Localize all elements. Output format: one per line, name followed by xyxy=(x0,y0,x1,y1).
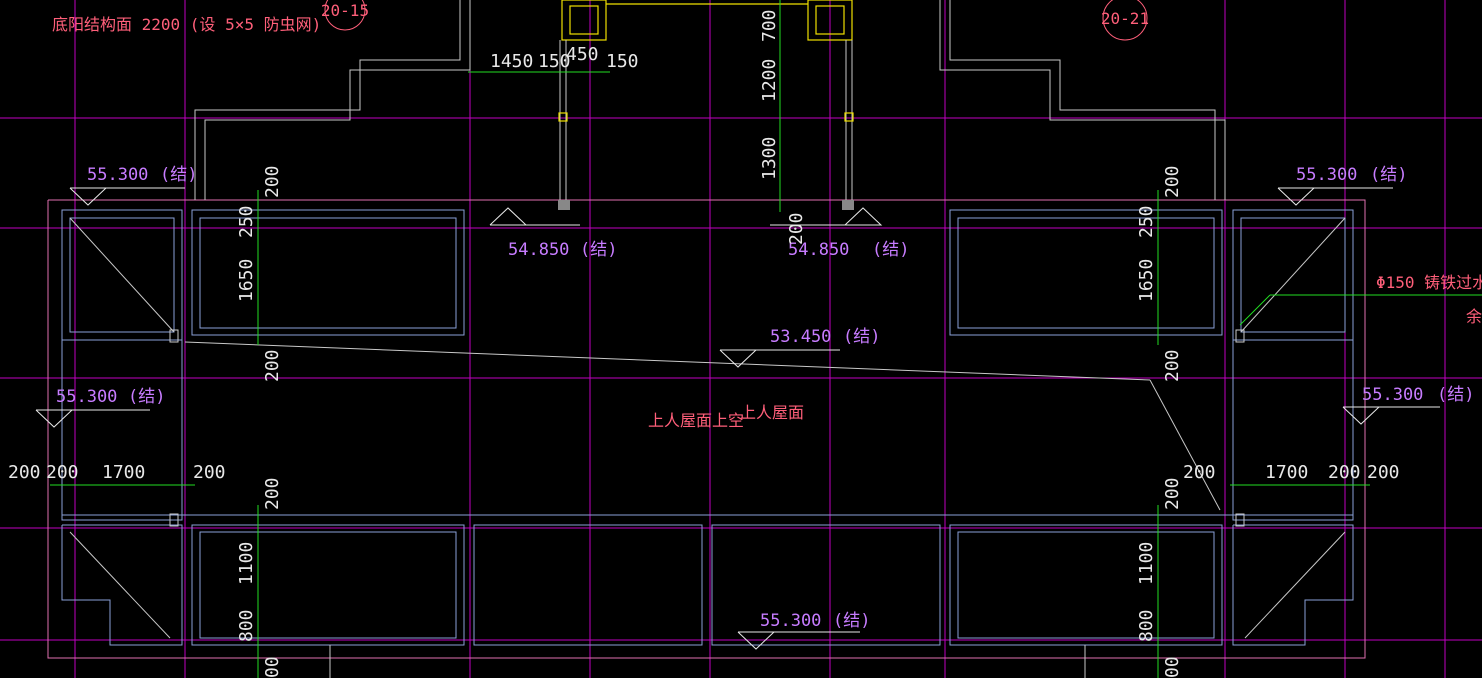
level-l3-value: 54.850 xyxy=(508,240,569,260)
level-marker-l6: 55.300 (结) xyxy=(35,387,165,428)
level-l7-suffix: (结) xyxy=(1437,385,1474,405)
dim-left-250: 250 xyxy=(236,205,257,238)
level-l4-value: 54.850 xyxy=(788,240,849,260)
label-drain: Φ150 铸铁过水洞 xyxy=(1376,273,1482,292)
dim-700: 700 xyxy=(759,9,780,42)
level-marker-l2: 55.300 (结) xyxy=(1277,165,1407,206)
level-l8-value: 55.300 xyxy=(760,611,821,631)
dim-left-200b: 200 xyxy=(262,349,283,382)
dim-bl-800: 800 xyxy=(236,609,257,642)
dim-1300: 1300 xyxy=(759,137,780,180)
dim-br-200: 200 xyxy=(1162,477,1183,510)
level-l6-suffix: (结) xyxy=(128,387,165,407)
level-marker-l1: 55.300 (结) xyxy=(69,165,197,206)
dim-right-200a: 200 xyxy=(1162,165,1183,198)
dim-h-left-200a: 200 xyxy=(8,462,41,483)
outer-outline xyxy=(47,0,1366,659)
dim-1200: 1200 xyxy=(759,59,780,102)
dim-left-200a: 200 xyxy=(262,165,283,198)
level-l4-suffix: (结) xyxy=(872,240,909,260)
dim-br-00: 00 xyxy=(1162,656,1183,678)
level-l5-value: 53.450 xyxy=(770,327,831,347)
level-l1-suffix: (结) xyxy=(160,165,197,185)
dim-h-right-1700: 1700 xyxy=(1265,462,1308,483)
level-l7-value: 55.300 xyxy=(1362,385,1423,405)
dim-h-right-200a: 200 xyxy=(1183,462,1216,483)
dim-right-200b: 200 xyxy=(1162,349,1183,382)
dim-left-1650: 1650 xyxy=(236,259,257,302)
room-walls xyxy=(61,209,1354,678)
level-l8-suffix: (结) xyxy=(833,611,870,631)
dim-right-250: 250 xyxy=(1136,205,1157,238)
level-marker-l8: 55.300 (结) xyxy=(737,611,870,650)
dim-150a: 150 xyxy=(538,51,571,72)
dim-bl-00: 00 xyxy=(262,656,283,678)
column-markers xyxy=(169,329,1245,527)
level-l2-value: 55.300 xyxy=(1296,165,1357,185)
dim-h-left-200c: 200 xyxy=(193,462,226,483)
dim-bl-200: 200 xyxy=(262,477,283,510)
level-marker-l4: 54.850 (结) xyxy=(770,207,909,260)
dim-1450: 1450 xyxy=(490,51,533,72)
top-fixtures xyxy=(558,0,854,210)
label-drain-2: 余 xyxy=(1466,307,1482,326)
level-l6-value: 55.300 xyxy=(56,387,117,407)
dimension-lines xyxy=(50,0,1482,678)
level-l3-suffix: (结) xyxy=(580,240,617,260)
axis-right-label: 20-21 xyxy=(1101,9,1149,28)
level-marker-l5: 53.450 (结) xyxy=(719,327,880,368)
level-marker-l7: 55.300 (结) xyxy=(1342,385,1474,425)
dim-h-right-200c: 200 xyxy=(1367,462,1400,483)
dim-h-right-200b: 200 xyxy=(1328,462,1361,483)
label-upper-void: 上人屋面上空 xyxy=(648,411,744,430)
level-l1-value: 55.300 xyxy=(87,165,148,185)
dim-450: 450 xyxy=(566,44,599,65)
dim-bl-1100: 1100 xyxy=(236,542,257,585)
axis-left-label: 20-15 xyxy=(321,1,369,20)
top-note: 底阳结构面 2200 (设 5×5 防虫网) xyxy=(52,15,321,34)
level-l2-suffix: (结) xyxy=(1370,165,1407,185)
dim-right-1650: 1650 xyxy=(1136,259,1157,302)
axis-bubble-left: 20-15 xyxy=(321,0,369,31)
axis-bubble-right: 20-21 xyxy=(1101,0,1149,41)
dim-150b: 150 xyxy=(606,51,639,72)
level-l5-suffix: (结) xyxy=(843,327,880,347)
dim-h-left-1700: 1700 xyxy=(102,462,145,483)
dim-200-top: 200 xyxy=(786,212,807,245)
dim-h-left-200b: 200 xyxy=(46,462,79,483)
dim-br-800: 800 xyxy=(1136,609,1157,642)
dim-br-1100: 1100 xyxy=(1136,542,1157,585)
label-roof: 上人屋面 xyxy=(740,403,804,422)
level-marker-l3: 54.850 (结) xyxy=(489,207,617,260)
